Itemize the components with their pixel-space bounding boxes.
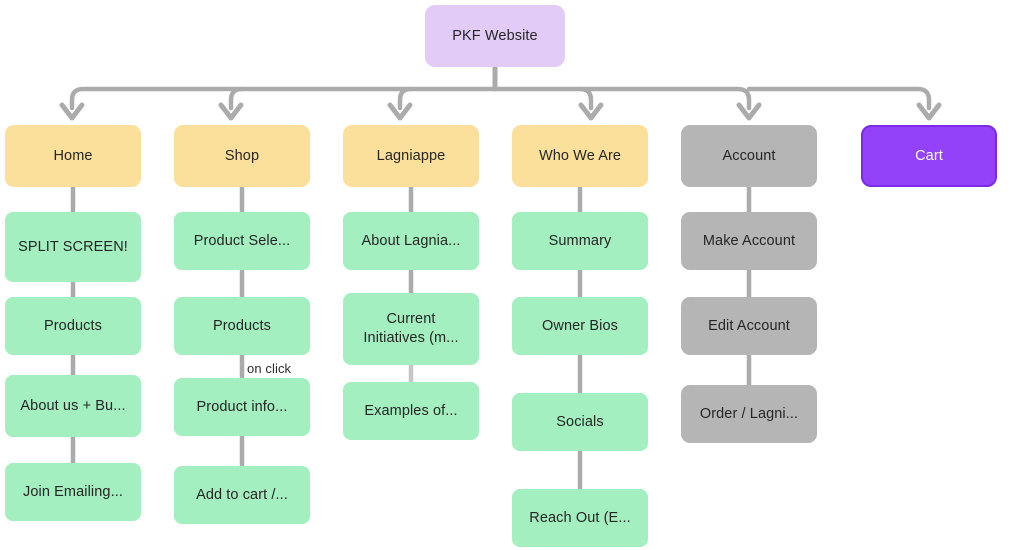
node-order-lagniappe[interactable]: Order / Lagni... [681,385,817,443]
node-lagniappe-header[interactable]: Lagniappe [343,125,479,187]
node-product-selection[interactable]: Product Sele... [174,212,310,270]
node-cart-header[interactable]: Cart [861,125,997,187]
arrowhead-shop-icon [218,102,244,121]
node-product-info[interactable]: Product info... [174,378,310,436]
node-products-home[interactable]: Products [5,297,141,355]
node-products-shop[interactable]: Products [174,297,310,355]
node-make-account[interactable]: Make Account [681,212,817,270]
node-add-to-cart[interactable]: Add to cart /... [174,466,310,524]
arrowhead-account-icon [736,102,762,121]
node-reach-out[interactable]: Reach Out (E... [512,489,648,547]
node-current-initiatives[interactable]: Current Initiatives (m... [343,293,479,365]
arrowhead-cart-icon [916,102,942,121]
node-root[interactable]: PKF Website [425,5,565,67]
edge-bar-home-to-shop [228,86,245,111]
arrowhead-lagniappe-icon [387,102,413,121]
node-about-lagniappe[interactable]: About Lagnia... [343,212,479,270]
node-join-emailing[interactable]: Join Emailing... [5,463,141,521]
edge-bar-left [69,86,498,111]
edge-bar-account [492,86,752,111]
node-home-header[interactable]: Home [5,125,141,187]
edge-bar-whoweare [577,86,594,111]
node-examples-of[interactable]: Examples of... [343,382,479,440]
node-socials[interactable]: Socials [512,393,648,451]
arrowhead-whoweare-icon [578,102,604,121]
edge-label-on-click: on click [247,361,292,376]
node-edit-account[interactable]: Edit Account [681,297,817,355]
node-summary[interactable]: Summary [512,212,648,270]
node-who-we-are-header[interactable]: Who We Are [512,125,648,187]
node-account-header[interactable]: Account [681,125,817,187]
edge-bar-lagniappe [397,86,414,111]
node-shop-header[interactable]: Shop [174,125,310,187]
node-split-screen[interactable]: SPLIT SCREEN! [5,212,141,282]
node-about-us-business[interactable]: About us + Bu... [5,375,141,437]
node-owner-bios[interactable]: Owner Bios [512,297,648,355]
edge-bar-cart [746,86,932,111]
arrowhead-home-icon [59,102,85,121]
